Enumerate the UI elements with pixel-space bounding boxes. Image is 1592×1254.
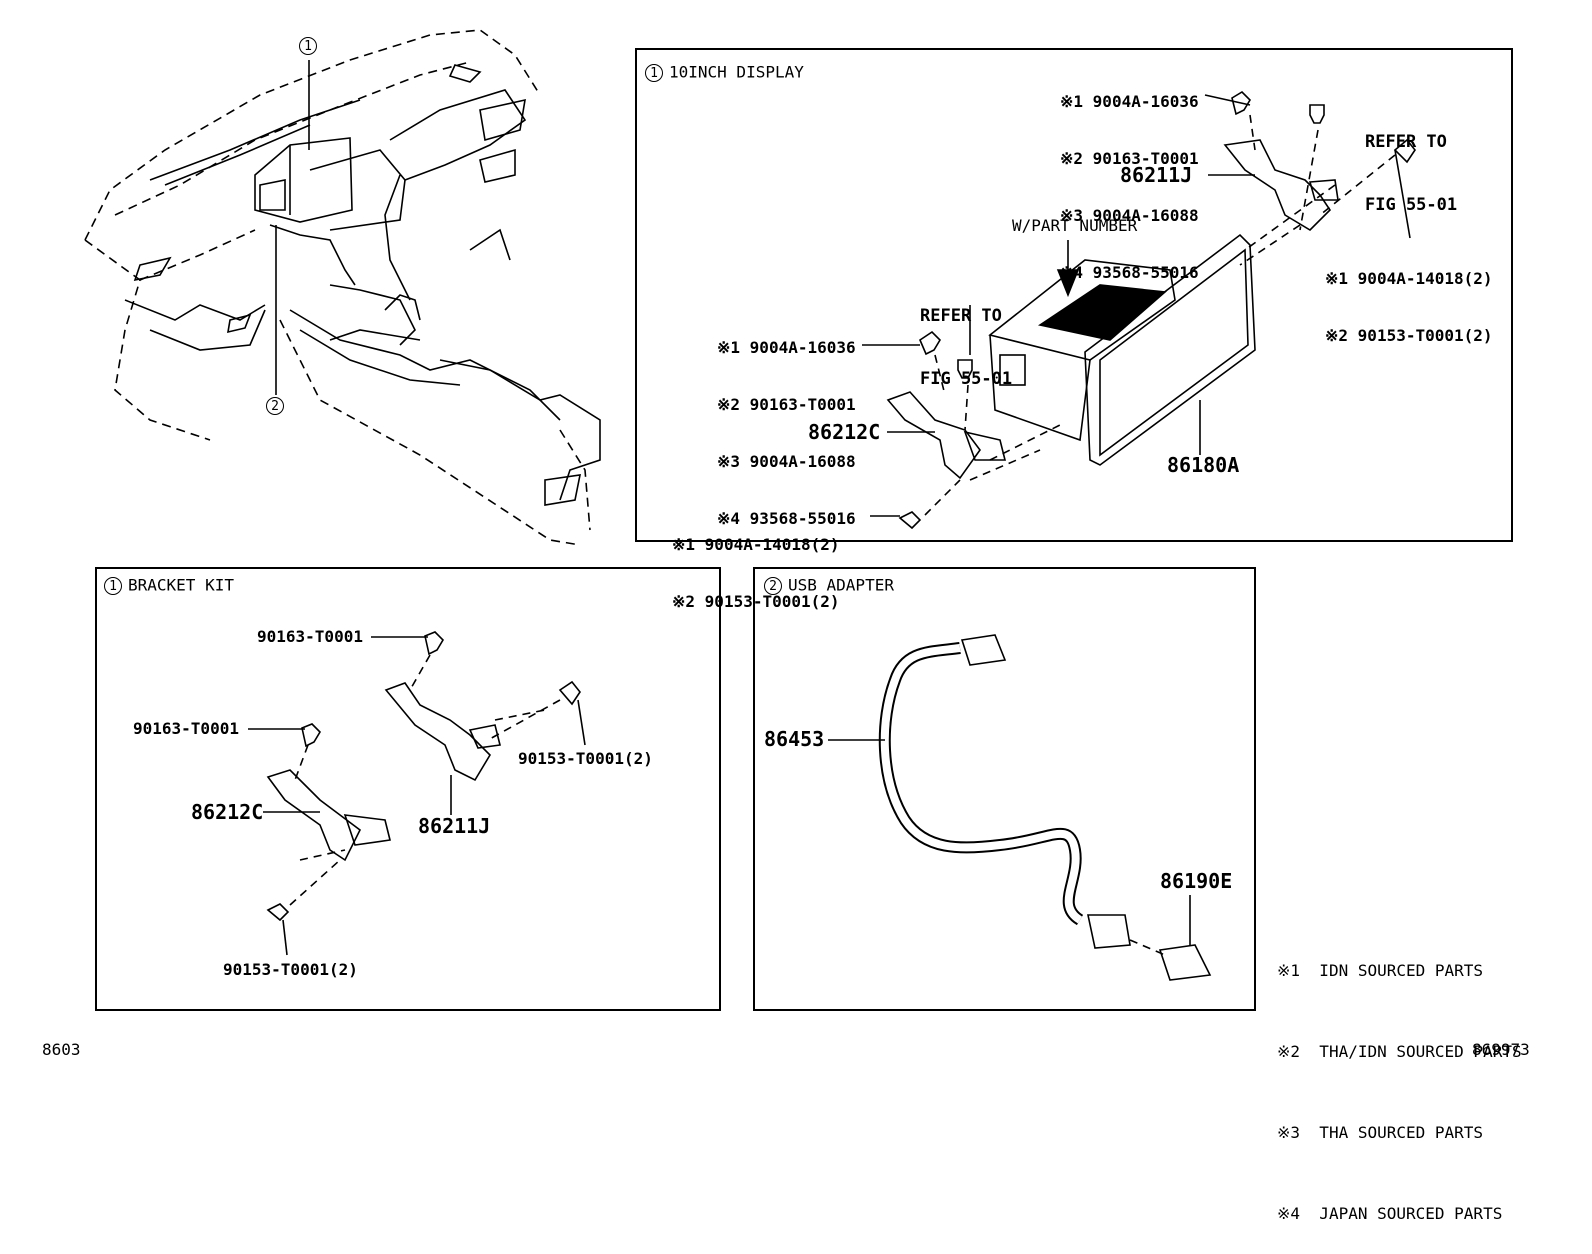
usb-adapter-title: 2 USB ADAPTER [764, 577, 894, 595]
usb-leaders [828, 739, 1191, 945]
display-dashes [924, 114, 1396, 516]
display-unit-label: 86180A [1167, 453, 1240, 477]
bottom-screw-2: ※2 90153-T0001(2) [672, 592, 840, 611]
bottom-screw-1: ※1 9004A-14018(2) [672, 535, 840, 554]
bracket-kit-title: 1 BRACKET KIT [104, 577, 234, 595]
bottom-screw-list: ※1 9004A-14018(2) ※2 90153-T0001(2) [672, 497, 840, 630]
right-screw-2: ※2 90153-T0001(2) [1325, 326, 1493, 345]
bracket-86211j-label: 86211J [1120, 163, 1193, 187]
footer-right-code: 869973 [1472, 1040, 1530, 1059]
callout-1-circle: 1 [645, 64, 663, 82]
right-screw-1: ※1 9004A-14018(2) [1325, 269, 1493, 288]
diagram-artwork [84, 29, 1416, 981]
left-fastener-3: ※3 9004A-16088 [717, 452, 856, 471]
callout-1-circle: 1 [104, 577, 122, 595]
usb-cable-label: 86453 [764, 727, 825, 751]
kit-bracket-86211j-label: 86211J [418, 814, 491, 838]
usb-adapter-panel [753, 567, 1256, 1011]
display-leaders [862, 94, 1411, 517]
bracket-kit-drawing [266, 631, 581, 922]
refer-top: REFER TO FIG 55-01 [1365, 90, 1457, 237]
kit-bracket-86212c-label: 86212C [191, 800, 264, 824]
refer-mid-line-1: REFER TO [920, 306, 1002, 326]
callout-1-overview: 1 [299, 37, 323, 55]
legend-item-2: ※2 THA/IDN SOURCED PARTS [1277, 1042, 1522, 1061]
left-fastener-4: ※4 93568-55016 [717, 509, 856, 528]
bracket-kit-dashes [289, 654, 561, 906]
top-fastener-3: ※3 9004A-16088 [1060, 206, 1199, 225]
kit-screw-top-label: 90163-T0001 [257, 627, 363, 646]
legend-item-3: ※3 THA SOURCED PARTS [1277, 1123, 1484, 1142]
kit-screw-left-label: 90163-T0001 [133, 719, 239, 738]
top-fastener-list: ※1 9004A-16036 ※2 90163-T0001 ※3 9004A-1… [1060, 54, 1199, 301]
left-fastener-1: ※1 9004A-16036 [717, 338, 856, 357]
top-fastener-4: ※4 93568-55016 [1060, 263, 1199, 282]
usb-dashes [1129, 939, 1166, 956]
part-number-label: W/PART NUMBER [1012, 216, 1138, 235]
legend-item-1: ※1 IDN SOURCED PARTS [1277, 961, 1484, 980]
refer-top-line-1: REFER TO [1365, 132, 1447, 152]
display-panel-title: 1 10INCH DISPLAY [645, 64, 804, 82]
dashboard-solid-lines [124, 64, 601, 506]
usb-cable-drawing [878, 634, 1212, 981]
display-panel [635, 48, 1513, 542]
left-fastener-list: ※1 9004A-16036 ※2 90163-T0001 ※3 9004A-1… [717, 300, 856, 547]
callout-2-circle: 2 [266, 397, 284, 415]
top-fastener-2: ※2 90163-T0001 [1060, 149, 1199, 168]
bracket-86212c-label: 86212C [808, 420, 881, 444]
left-fastener-2: ※2 90163-T0001 [717, 395, 856, 414]
callout-1-circle: 1 [299, 37, 317, 55]
top-fastener-1: ※1 9004A-16036 [1060, 92, 1199, 111]
callout-2-circle: 2 [764, 577, 782, 595]
bracket-kit-panel [95, 567, 721, 1011]
callout-2-overview: 2 [266, 397, 290, 415]
bracket-kit-title-text: BRACKET KIT [128, 575, 234, 595]
usb-adapter-title-text: USB ADAPTER [788, 575, 894, 595]
refer-mid: REFER TO FIG 55-01 [920, 264, 1012, 411]
legend-item-4: ※4 JAPAN SOURCED PARTS [1277, 1204, 1503, 1223]
right-screw-list: ※1 9004A-14018(2) ※2 90153-T0001(2) [1325, 231, 1493, 364]
bracket-kit-leaders [248, 636, 586, 956]
kit-screw-bottom-label: 90153-T0001(2) [223, 960, 358, 979]
usb-adapter-part-label: 86190E [1160, 869, 1233, 893]
overview-leaders [275, 60, 310, 395]
part-number-arrow [1056, 240, 1080, 298]
dashboard-overview [84, 29, 591, 546]
display-unit-drawing [988, 233, 1256, 466]
display-brackets [886, 139, 1339, 480]
sourcing-legend: ※1 IDN SOURCED PARTS ※2 THA/IDN SOURCED … [1277, 903, 1522, 1254]
refer-mid-line-2: FIG 55-01 [920, 369, 1013, 389]
refer-top-line-2: FIG 55-01 [1365, 195, 1458, 215]
footer-left-code: 8603 [42, 1040, 81, 1059]
display-panel-title-text: 10INCH DISPLAY [669, 62, 804, 82]
kit-screw-right-label: 90153-T0001(2) [518, 749, 653, 768]
display-fasteners [898, 90, 1416, 530]
